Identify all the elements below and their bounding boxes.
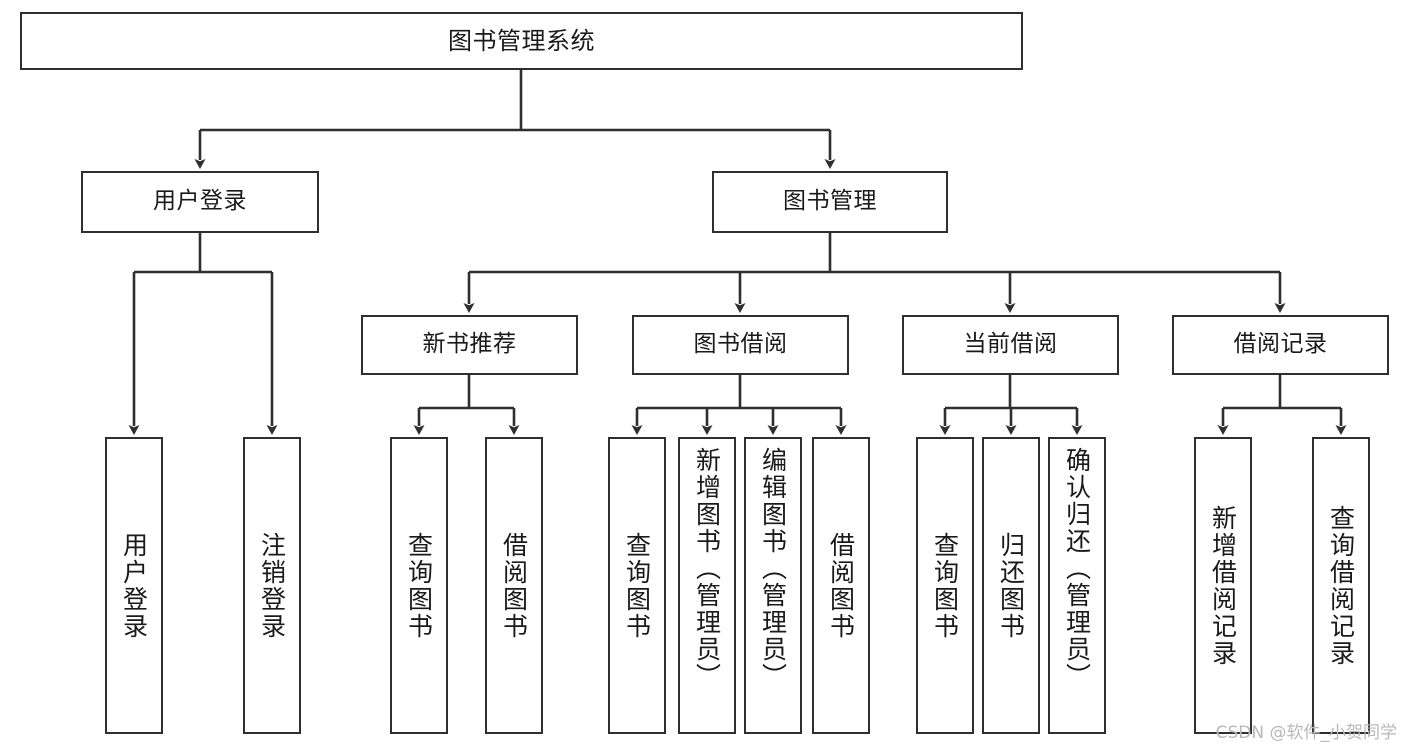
node-label: 归还图书 [996,531,1026,640]
node-label: 新书推荐 [422,331,517,358]
node-label: 借阅图书 [826,531,856,640]
leaf-return-book[interactable]: 归还图书 [982,437,1040,734]
node-label: 确认归还（管理员） [1062,447,1092,690]
node-label: 用户登录 [153,188,247,215]
csdn-watermark: CSDN @软件_小贺同学 [1215,723,1397,743]
node-root-system[interactable]: 图书管理系统 [20,12,1023,70]
leaf-confirm-return[interactable]: 确认归还（管理员） [1048,437,1106,734]
leaf-user-login[interactable]: 用户登录 [105,437,163,734]
node-label: 查询借阅记录 [1326,504,1356,667]
node-label: 查询图书 [930,531,960,640]
node-current-borrow[interactable]: 当前借阅 [902,315,1119,375]
node-label: 编辑图书（管理员） [758,447,788,690]
leaf-add-borrow-record[interactable]: 新增借阅记录 [1194,437,1252,734]
node-label: 图书管理系统 [448,26,595,55]
node-label: 查询图书 [622,531,652,640]
leaf-borrow-book[interactable]: 借阅图书 [812,437,870,734]
node-label: 新增借阅记录 [1208,504,1238,667]
leaf-query-book-borrow[interactable]: 查询图书 [608,437,666,734]
node-label: 查询图书 [404,531,434,640]
leaf-borrow-book-recommend[interactable]: 借阅图书 [485,437,543,734]
node-label: 当前借阅 [963,331,1058,358]
node-label: 新增图书（管理员） [692,447,722,690]
node-user-login[interactable]: 用户登录 [81,171,319,233]
leaf-logout-login[interactable]: 注销登录 [243,437,301,734]
leaf-query-book-current[interactable]: 查询图书 [916,437,974,734]
node-label: 图书管理 [783,188,877,215]
node-label: 图书借阅 [693,331,788,358]
node-label: 借阅图书 [499,531,529,640]
node-label: 注销登录 [257,531,287,640]
node-book-borrow[interactable]: 图书借阅 [632,315,849,375]
node-new-book-recommend[interactable]: 新书推荐 [361,315,578,375]
leaf-add-book[interactable]: 新增图书（管理员） [678,437,736,734]
leaf-query-borrow-record[interactable]: 查询借阅记录 [1312,437,1370,734]
node-label: 用户登录 [119,531,149,640]
node-borrow-record[interactable]: 借阅记录 [1172,315,1389,375]
leaf-edit-book[interactable]: 编辑图书（管理员） [744,437,802,734]
leaf-query-book-recommend[interactable]: 查询图书 [390,437,448,734]
node-book-manage[interactable]: 图书管理 [712,171,948,233]
node-label: 借阅记录 [1233,331,1328,358]
